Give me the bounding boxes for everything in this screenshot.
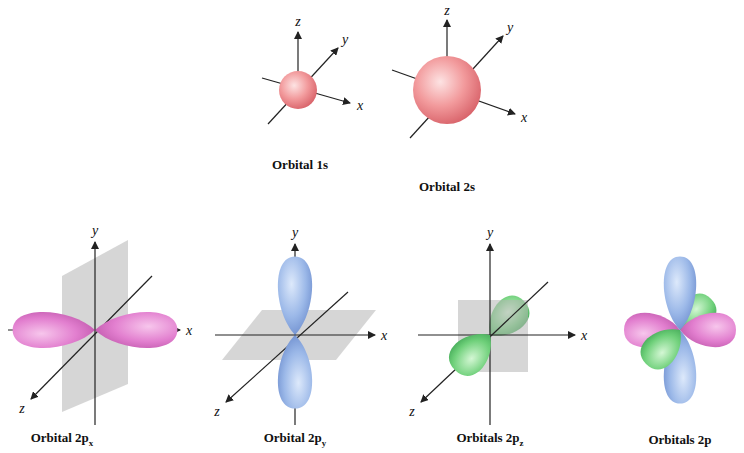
orbital-subscript: y xyxy=(322,438,327,448)
orbital-subscript: z xyxy=(520,438,524,448)
axis-label: y xyxy=(92,223,98,238)
orbital-caption-text: Orbital 2p xyxy=(264,430,322,445)
axis-label: x xyxy=(521,110,527,125)
axis-label: y xyxy=(507,20,513,35)
axis-label: x xyxy=(186,323,192,338)
axis-label: z xyxy=(409,404,414,419)
orbital-caption: Orbital 2px xyxy=(31,431,94,448)
axis-label: x xyxy=(581,328,587,343)
axis-label: x xyxy=(381,328,387,343)
axis-label: y xyxy=(487,225,493,240)
axis-label: y xyxy=(342,32,348,47)
axis-label: z xyxy=(295,14,300,29)
orbital-caption-text: Orbital 2p xyxy=(31,430,89,445)
axis-label: z xyxy=(444,3,449,18)
orbital-caption: Orbital 1s xyxy=(272,158,328,172)
axis-label: x xyxy=(357,98,363,113)
orbital-caption: Orbitals 2pz xyxy=(456,431,523,448)
orbital-caption-text: Orbitals 2p xyxy=(456,430,519,445)
orbital-caption: Orbital 2py xyxy=(264,431,327,448)
orbital-caption: Orbital 2s xyxy=(419,180,475,194)
axis-label: z xyxy=(214,404,219,419)
orbital-caption: Orbitals 2p xyxy=(648,433,711,447)
orbital-subscript: x xyxy=(89,438,94,448)
axis-label: y xyxy=(292,225,298,240)
axis-label: z xyxy=(19,401,24,416)
